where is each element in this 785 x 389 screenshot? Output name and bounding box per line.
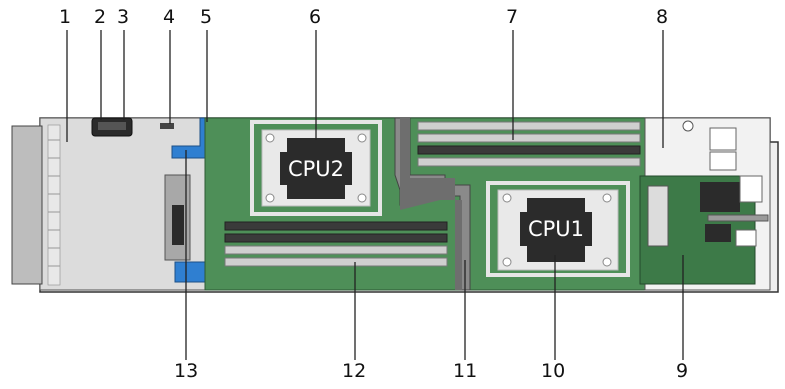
mezz-rail [708, 215, 768, 221]
callout-13: 13 [174, 362, 198, 381]
jumper-4 [160, 123, 174, 129]
mezz-bracket-right [648, 186, 668, 246]
cpu1-screw [603, 194, 611, 202]
callout-6: 6 [309, 8, 321, 27]
connector-2-3-slot [98, 122, 126, 130]
callout-1: 1 [59, 8, 71, 27]
rear-port [740, 176, 762, 202]
callout-12: 12 [342, 362, 366, 381]
callout-7: 7 [506, 8, 518, 27]
rear-port [710, 128, 736, 150]
callout-8: 8 [656, 8, 668, 27]
rear-port [736, 230, 756, 246]
callout-9: 9 [676, 362, 688, 381]
cpu1-screw [503, 258, 511, 266]
callout-3: 3 [117, 8, 129, 27]
mezz-connector [172, 205, 184, 245]
cpu2-screw [266, 134, 274, 142]
cpu2-label: CPU2 [288, 157, 344, 181]
cpu2-screw [266, 194, 274, 202]
callout-4: 4 [163, 8, 175, 27]
cpu2-screw [358, 134, 366, 142]
callout-11: 11 [453, 362, 477, 381]
callout-2: 2 [94, 8, 106, 27]
callout-10: 10 [541, 362, 565, 381]
mezz-connector-right [705, 224, 731, 242]
cpu1-screw [503, 194, 511, 202]
front-bezel [12, 126, 42, 284]
rear-port [710, 152, 736, 170]
cpu1-screw [603, 258, 611, 266]
cpu2-screw [358, 194, 366, 202]
mount-screw [683, 121, 693, 131]
mezz-chip [700, 182, 740, 212]
blue-latch-bottom [175, 262, 205, 282]
bezel-vents [48, 125, 60, 285]
cpu1-label: CPU1 [528, 217, 584, 241]
callout-5: 5 [200, 8, 212, 27]
